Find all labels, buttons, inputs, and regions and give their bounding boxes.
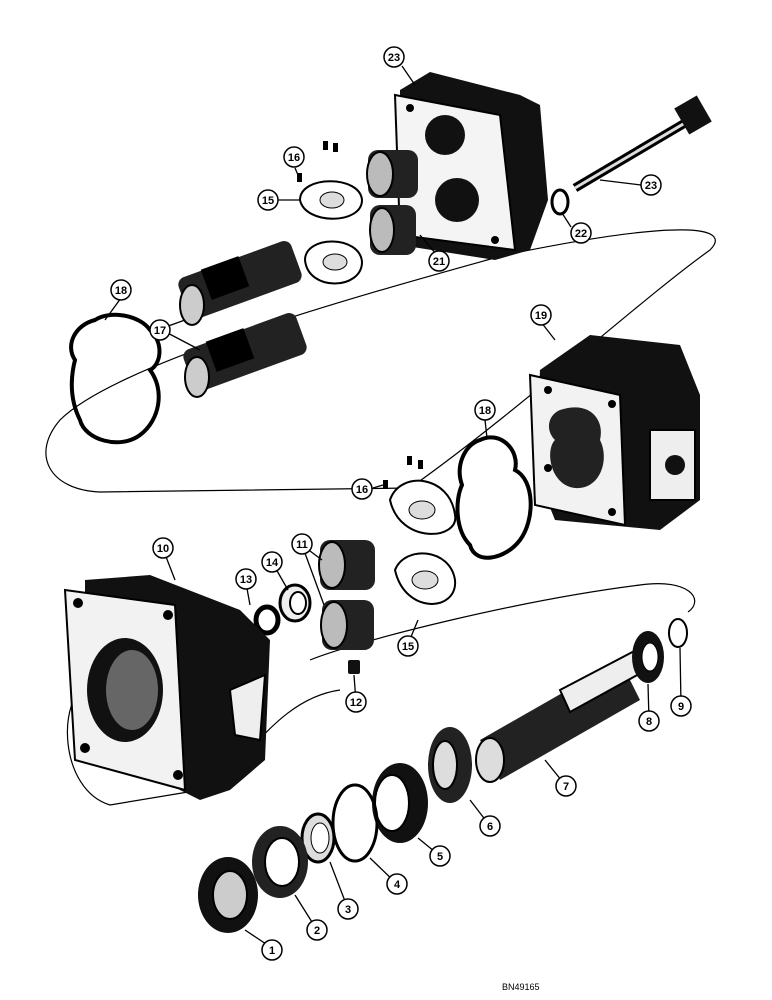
callout-label: 22	[575, 228, 587, 240]
callout-label: 9	[678, 701, 684, 713]
callout-label: 14	[266, 557, 279, 569]
callout-2: 2	[306, 919, 328, 941]
callout-18-right: 18	[474, 399, 496, 421]
callout-label: 6	[487, 821, 493, 833]
drawing-code: BN49165	[502, 982, 540, 992]
callout-label: 10	[157, 543, 169, 555]
callout-6: 6	[479, 815, 501, 837]
mounting-flange-10	[63, 575, 270, 800]
callout-14: 14	[261, 551, 283, 573]
callouts: 23 23 22 21 16 15 18 17 19 18 16 11 10 1…	[110, 46, 692, 961]
callout-label: 15	[262, 195, 274, 207]
washer-8	[632, 631, 664, 683]
seal-1	[198, 857, 258, 933]
gears-17	[178, 241, 307, 398]
gear-housing-19	[528, 335, 700, 530]
drive-shaft-7	[475, 646, 652, 783]
gasket-18-left	[69, 312, 162, 445]
callout-4: 4	[386, 873, 408, 895]
pin-16-lower	[383, 456, 423, 489]
seal-2	[252, 826, 308, 898]
callout-label: 7	[563, 781, 569, 793]
callout-1: 1	[261, 939, 283, 961]
callout-label: 13	[240, 574, 252, 586]
bearing-cup-5	[372, 763, 428, 843]
seal-3	[300, 812, 336, 864]
callout-17: 17	[149, 319, 171, 341]
callout-label: 16	[356, 484, 368, 496]
callout-label: 5	[437, 851, 443, 863]
callout-18-left: 18	[110, 279, 132, 301]
callout-label: 3	[345, 904, 351, 916]
callout-label: 21	[433, 256, 445, 268]
callout-13: 13	[235, 568, 257, 590]
callout-20: 23	[383, 46, 405, 68]
wear-plate-15-lower	[388, 479, 457, 605]
wear-plate-15-upper	[298, 180, 364, 285]
callout-label: 23	[645, 180, 657, 192]
callout-label: 8	[646, 716, 652, 728]
callout-9: 9	[670, 695, 692, 717]
callout-10: 10	[152, 537, 174, 559]
callout-16-lower: 16	[351, 478, 373, 500]
gasket-18-right	[455, 435, 533, 560]
pin-16-upper	[297, 141, 338, 182]
callout-label: 11	[296, 539, 308, 551]
callout-16-upper: 16	[283, 146, 305, 168]
callout-label: 18	[115, 285, 127, 297]
snap-ring-9	[668, 618, 688, 648]
callout-label: 1	[269, 945, 275, 957]
plug-12	[348, 660, 360, 674]
callout-label: 23	[388, 52, 400, 64]
bushings-11	[318, 540, 375, 650]
callout-23: 23	[640, 174, 662, 196]
callout-label: 19	[535, 310, 547, 322]
callout-15-upper: 15	[257, 189, 279, 211]
callout-11: 11	[291, 533, 313, 555]
callout-label: 12	[350, 697, 362, 709]
callout-19: 19	[530, 304, 552, 326]
bearing-cone-6	[428, 727, 472, 803]
o-ring-4	[331, 783, 379, 863]
seal-13	[253, 604, 281, 636]
callout-label: 15	[402, 641, 414, 653]
callout-label: 4	[394, 879, 401, 891]
end-cover-20	[393, 72, 548, 260]
bolt-23	[572, 95, 712, 192]
callout-3: 3	[337, 898, 359, 920]
callout-5: 5	[429, 845, 451, 867]
callout-8: 8	[638, 710, 660, 732]
callout-label: 16	[288, 152, 300, 164]
callout-15-lower: 15	[397, 635, 419, 657]
callout-22: 22	[570, 222, 592, 244]
callout-label: 2	[314, 925, 320, 937]
callout-7: 7	[555, 775, 577, 797]
bushings-21	[366, 150, 418, 255]
callout-label: 18	[479, 405, 491, 417]
washer-22	[550, 188, 570, 216]
callout-12: 12	[345, 691, 367, 713]
seal-14	[278, 583, 312, 623]
callout-21: 21	[428, 250, 450, 272]
callout-label: 17	[154, 325, 166, 337]
